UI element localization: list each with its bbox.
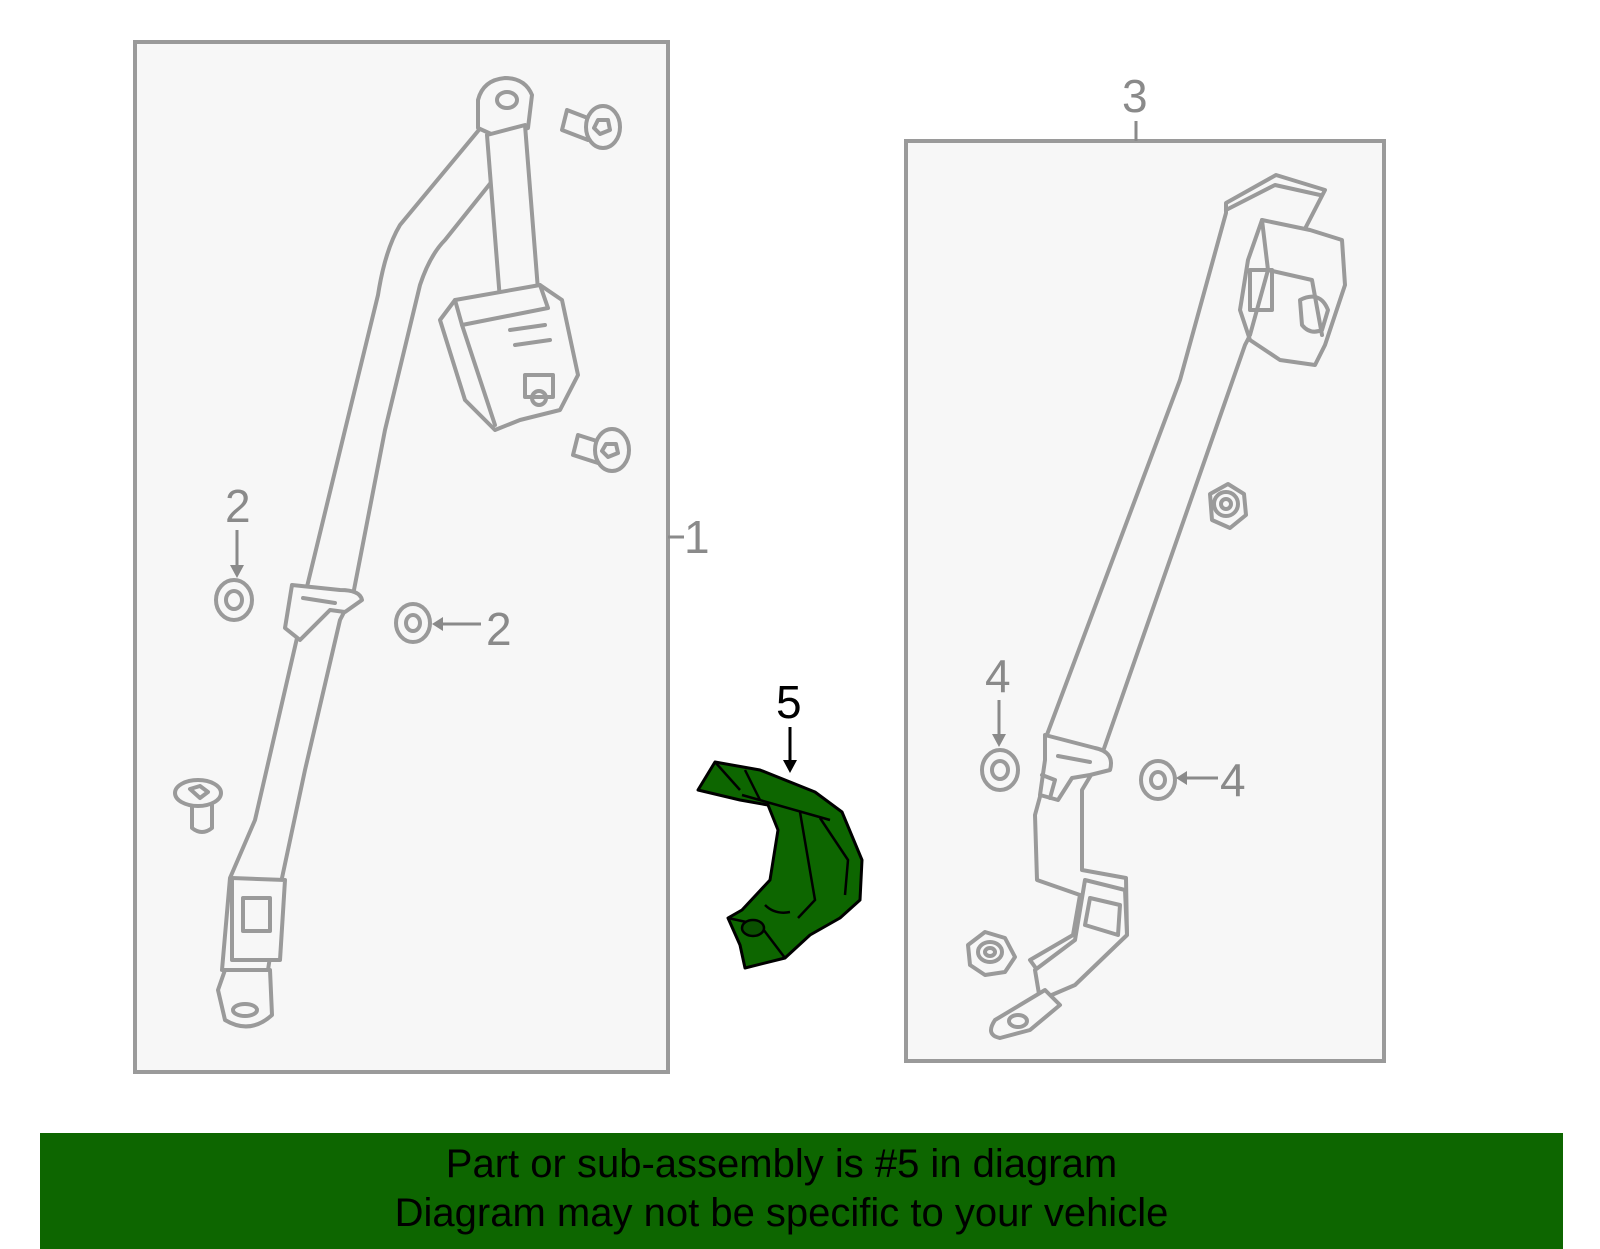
washer-icon — [394, 602, 432, 644]
bolt-icon — [173, 778, 223, 834]
webbing-guide-right — [1038, 733, 1113, 802]
banner-line-2: Diagram may not be specific to your vehi… — [394, 1191, 1169, 1235]
callout-label-2b: 2 — [486, 603, 512, 655]
rear-seat-belt-assembly-panel: 3 — [904, 70, 1386, 1063]
washer-icon — [980, 748, 1020, 792]
washer-icon — [214, 578, 254, 622]
callout-label-2a: 2 — [225, 480, 251, 532]
nut-icon — [1208, 482, 1248, 530]
callout-label-4a: 4 — [985, 650, 1011, 702]
lower-anchor-right — [1033, 878, 1129, 1002]
lower-anchor-left — [230, 876, 287, 962]
callout-label-3: 3 — [1122, 70, 1148, 122]
part-5-bracket — [696, 760, 864, 970]
info-banner: Part or sub-assembly is #5 in diagram Di… — [40, 1133, 1563, 1249]
bolt-icon — [560, 104, 622, 150]
callout-label-4b: 4 — [1220, 754, 1246, 806]
banner-line-1: Part or sub-assembly is #5 in diagram — [445, 1142, 1118, 1186]
nut-icon — [966, 930, 1017, 977]
anchor-plate-right — [989, 988, 1062, 1040]
parts-diagram: 2 2 1 3 — [133, 40, 1386, 1074]
highlighted-part-5: 5 — [696, 676, 864, 970]
callout-label-1: 1 — [684, 511, 710, 563]
callout-label-5: 5 — [776, 676, 802, 728]
bolt-icon — [571, 427, 631, 473]
washer-icon — [1139, 759, 1177, 801]
front-seat-belt-assembly-panel: 2 2 — [133, 40, 670, 1074]
